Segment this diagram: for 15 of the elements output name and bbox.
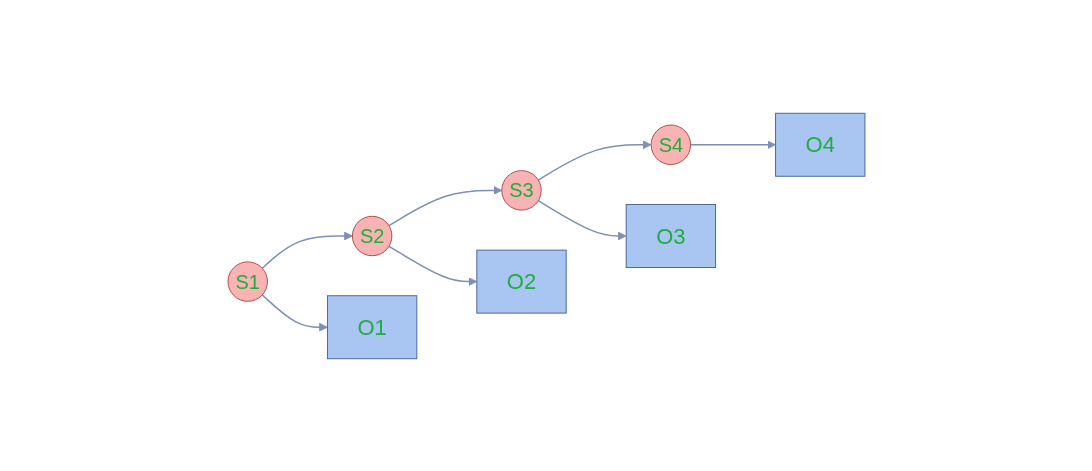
node-circle: S1 [227,260,268,302]
node-circle: S2 [351,215,392,256]
node-box: O1 [326,294,417,359]
arrow [261,293,328,332]
arrow [537,199,627,240]
arrow [387,245,477,286]
arrow [537,139,652,181]
arrow [689,139,776,149]
node-circle: S4 [650,124,691,165]
node-box: O4 [774,112,865,177]
arrow [261,231,353,269]
node-box: O2 [475,249,567,314]
node-circle: S3 [500,169,542,211]
node-box: O3 [625,203,716,268]
arrow [387,185,502,226]
